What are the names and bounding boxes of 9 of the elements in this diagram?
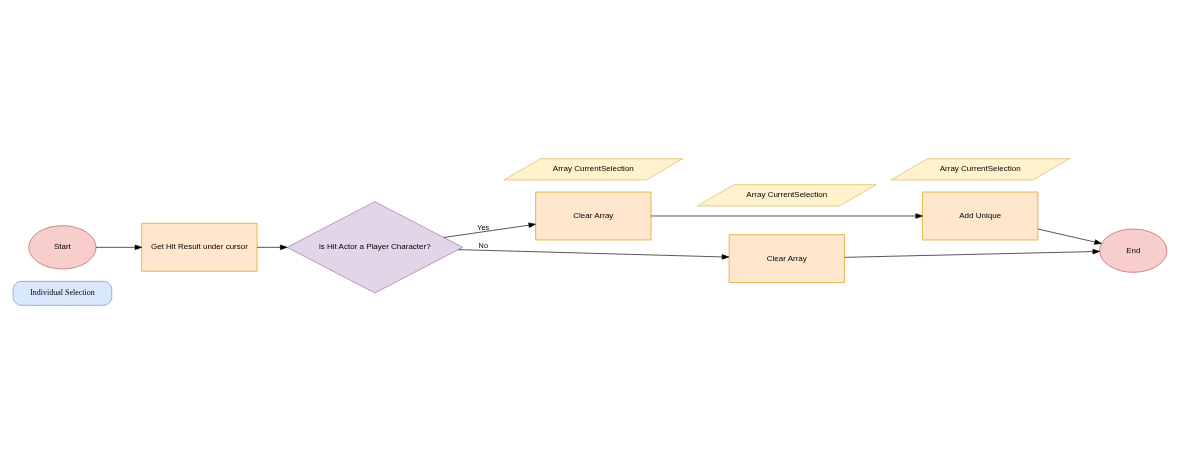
arrow <box>443 222 536 238</box>
arrow <box>95 244 143 250</box>
arrow <box>844 248 1100 258</box>
edge-label: Yes <box>477 222 490 232</box>
edge-label: No <box>478 240 488 250</box>
arrow <box>650 213 923 219</box>
arrow <box>1037 228 1102 245</box>
arrow <box>458 249 730 260</box>
arrow <box>256 244 288 250</box>
